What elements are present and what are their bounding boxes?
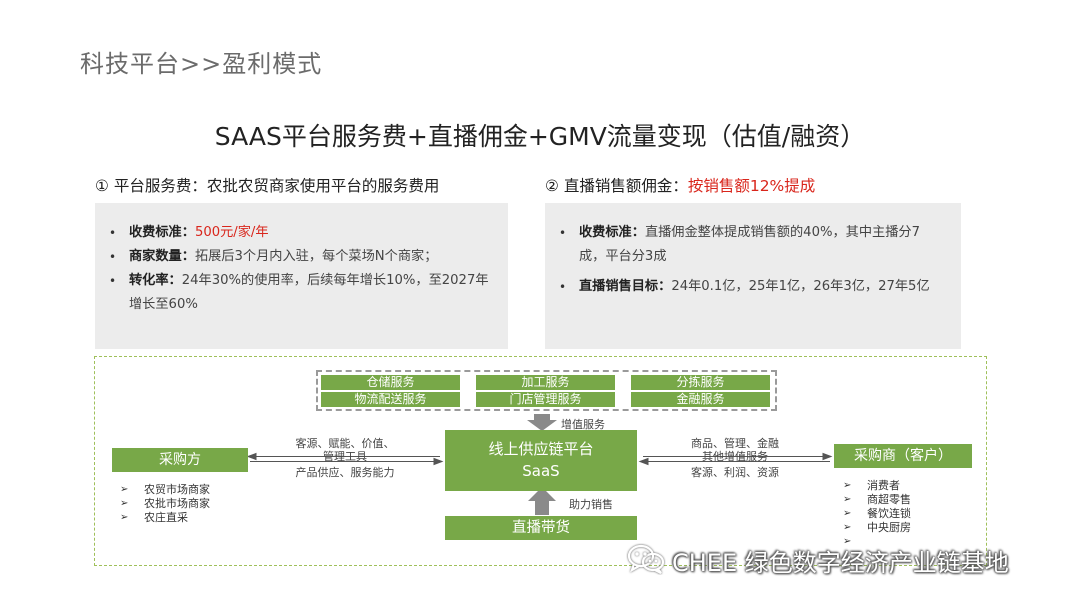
- left-flow-bottom-label: 产品供应、服务能力: [295, 466, 395, 479]
- list-item: 商超零售: [843, 493, 911, 507]
- right-flow-bottom-label: 客源、利润、资源: [691, 466, 779, 479]
- service-group-frame: [316, 370, 777, 411]
- list-item-empty: [843, 535, 911, 549]
- right-flow-top-label: 商品、管理、金融 其他增值服务: [640, 437, 830, 463]
- section-title: 科技平台>>盈利模式: [80, 50, 323, 78]
- service-processing: 加工服务: [476, 375, 615, 390]
- label-line: 商品、管理、金融: [691, 437, 779, 450]
- service-logistics: 物流配送服务: [321, 392, 460, 407]
- list-item: 农贸市场商家: [120, 483, 210, 497]
- wechat-icon: [627, 544, 665, 574]
- right-connector-arrows: [638, 452, 833, 466]
- service-store-management: 门店管理服务: [476, 392, 615, 407]
- list-item: 中央厨房: [843, 521, 911, 535]
- merchant-customer-box: 采购商（客户）: [834, 444, 972, 468]
- platform-type: SaaS: [522, 462, 560, 480]
- bullet-value: 直播佣金整体提成销售额的40%，其中主播分7成，平台分3成: [579, 225, 921, 264]
- bullet-merchant-count: 商家数量：拓展后3个月内入驻，每个菜场N个商家；: [109, 245, 492, 269]
- list-item: 消费者: [843, 479, 911, 493]
- bullet-commission-standard: 收费标准：直播佣金整体提成销售额的40%，其中主播分7成，平台分3成: [559, 221, 945, 269]
- buyer-box: 采购方: [112, 448, 248, 472]
- bullet-value: 24年30%的使用率，后续每年增长10%，至2027年增长至60%: [129, 273, 489, 312]
- platform-name: 线上供应链平台: [488, 440, 594, 458]
- label-line: 客源、赋能、价值、: [295, 437, 395, 450]
- buyer-list: 农贸市场商家 农批市场商家 农庄直采: [120, 483, 210, 525]
- right-info-panel: 收费标准：直播佣金整体提成销售额的40%，其中主播分7成，平台分3成 直播销售目…: [545, 203, 961, 349]
- bullet-value: 500元/家/年: [194, 225, 269, 240]
- assist-sales-label: 助力销售: [569, 498, 613, 511]
- live-up-arrow: [528, 487, 556, 515]
- list-item: 农庄直采: [120, 511, 210, 525]
- value-added-label: 增值服务: [561, 418, 605, 431]
- watermark-text: CHEE 绿色数字经济产业链基地: [672, 549, 1009, 577]
- right-column-heading: ② 直播销售额佣金：按销售额12%提成: [545, 174, 815, 196]
- bullet-label: 收费标准：: [129, 225, 195, 240]
- left-connector-arrows: [246, 452, 444, 466]
- bullet-value: 拓展后3个月内入驻，每个菜场N个商家；: [194, 249, 438, 264]
- diagram-frame: [94, 356, 987, 566]
- bullet-label: 转化率：: [129, 273, 182, 288]
- service-finance: 金融服务: [631, 392, 770, 407]
- merchant-list: 消费者 商超零售 餐饮连锁 中央厨房: [843, 479, 911, 549]
- left-flow-top-label: 客源、赋能、价值、 管理工具: [250, 437, 440, 463]
- main-title: SAAS平台服务费+直播佣金+GMV流量变现（估值/融资）: [214, 122, 866, 151]
- bullet-value: 24年0.1亿，25年1亿，26年3亿，27年5亿: [671, 279, 930, 294]
- service-warehousing: 仓储服务: [321, 375, 460, 390]
- service-sorting: 分拣服务: [631, 375, 770, 390]
- list-item: 餐饮连锁: [843, 507, 911, 521]
- bullet-live-sales-target: 直播销售目标：24年0.1亿，25年1亿，26年3亿，27年5亿: [559, 275, 945, 299]
- left-info-panel: 收费标准：500元/家/年 商家数量：拓展后3个月内入驻，每个菜场N个商家； 转…: [95, 203, 508, 349]
- bullet-conversion-rate: 转化率：24年30%的使用率，后续每年增长10%，至2027年增长至60%: [109, 269, 492, 317]
- right-heading-highlight: 按销售额12%提成: [687, 177, 816, 195]
- live-streaming-box: 直播带货: [445, 516, 637, 540]
- right-heading-prefix: ② 直播销售额佣金：: [545, 177, 688, 195]
- list-item: 农批市场商家: [120, 497, 210, 511]
- bullet-fee-standard: 收费标准：500元/家/年: [109, 221, 492, 245]
- bullet-label: 商家数量：: [129, 249, 195, 264]
- bullet-label: 直播销售目标：: [579, 279, 672, 294]
- value-added-down-arrow: [527, 414, 557, 431]
- label-line: 其他增值服务: [702, 450, 768, 463]
- left-column-heading: ① 平台服务费：农批农贸商家使用平台的服务费用: [95, 177, 440, 195]
- label-line: 管理工具: [323, 450, 367, 463]
- bullet-label: 收费标准：: [579, 225, 645, 240]
- saas-platform-box: 线上供应链平台 SaaS: [445, 430, 637, 491]
